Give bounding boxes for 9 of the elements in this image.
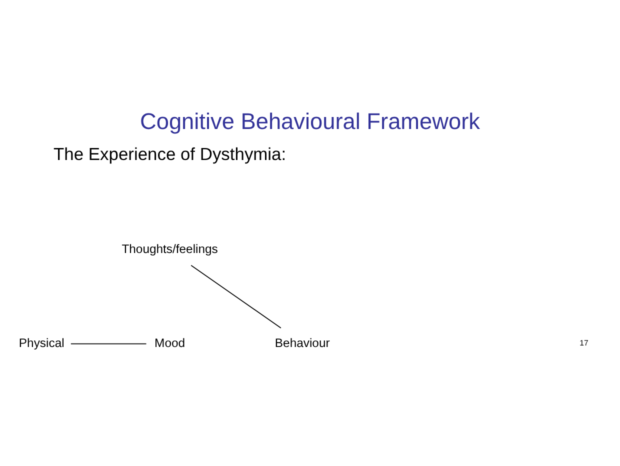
label: 17 bbox=[580, 338, 588, 348]
connector bbox=[190, 264, 282, 328]
connector bbox=[70, 342, 147, 344]
node-text: Thoughts/feelings bbox=[122, 241, 218, 256]
node-text: Behaviour bbox=[274, 336, 330, 350]
diagram-title: Cognitive Behavioural Framework bbox=[140, 108, 480, 134]
label: The Experience of Dysthymia: bbox=[54, 143, 286, 164]
node-text: Mood bbox=[154, 336, 186, 350]
node-text: Physical bbox=[18, 336, 64, 350]
